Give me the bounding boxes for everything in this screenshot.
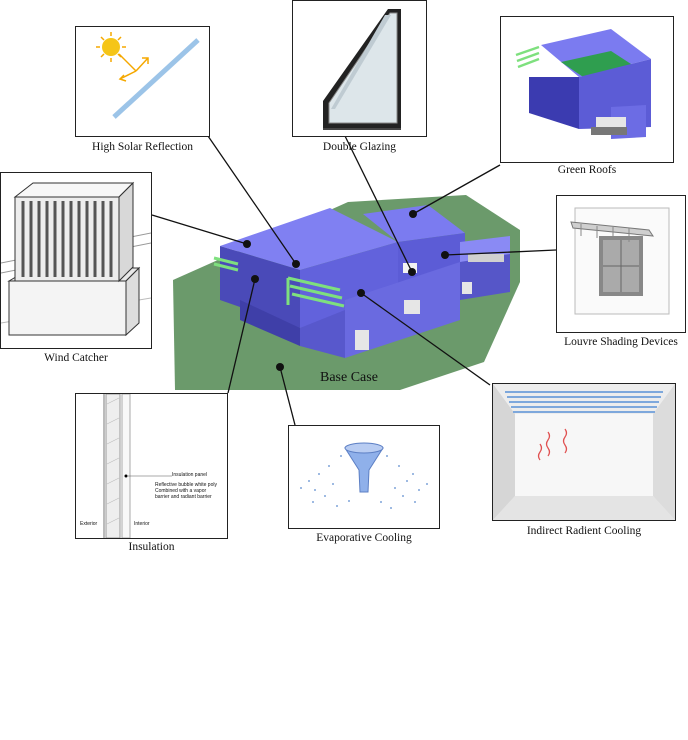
wind-catcher-illustration — [0, 181, 152, 337]
evaporative-cooling-panel — [288, 425, 440, 529]
green-roofs-panel — [500, 16, 674, 163]
insulation-illustration — [103, 393, 172, 539]
insulation-caption: Insulation — [128, 541, 175, 553]
base-case-building — [213, 205, 510, 358]
radiant-cooling-caption: Indirect Radient Cooling — [526, 525, 642, 537]
louvre-panel — [556, 195, 686, 333]
leader-dots — [243, 210, 449, 371]
solar-reflection-panel — [75, 26, 210, 137]
leader-lines — [151, 135, 557, 426]
green-roofs-illustration — [515, 29, 651, 139]
evaporative-cooling-illustration — [300, 442, 428, 509]
solar-reflection-illustration — [96, 32, 200, 119]
base-case-title: Base Case — [320, 370, 378, 385]
green-roofs-caption: Green Roofs — [557, 164, 617, 176]
insulation-note: Reflective bubble white poly Combined wi… — [155, 482, 217, 500]
louvre-caption: Louvre Shading Devices — [564, 336, 678, 348]
sun-icon — [96, 32, 126, 62]
solar-reflection-caption: High Solar Reflection — [92, 141, 193, 153]
radiant-cooling-illustration — [493, 384, 675, 520]
double-glazing-caption: Double Glazing — [322, 141, 397, 153]
wind-catcher-caption: Wind Catcher — [44, 352, 108, 364]
double-glazing-panel — [292, 0, 427, 137]
interior-label: Interior — [134, 521, 150, 527]
wind-catcher-panel — [0, 172, 152, 349]
exterior-label: Exterior — [80, 521, 98, 527]
insulation-panel-label: Insulation panel — [172, 472, 208, 478]
radiant-cooling-panel — [492, 383, 676, 521]
insulation-panel: Insulation panel Reflective bubble white… — [75, 393, 228, 539]
double-glazing-illustration — [323, 9, 401, 130]
louvre-illustration — [570, 207, 670, 315]
evaporative-cooling-caption: Evaporative Cooling — [316, 532, 412, 544]
